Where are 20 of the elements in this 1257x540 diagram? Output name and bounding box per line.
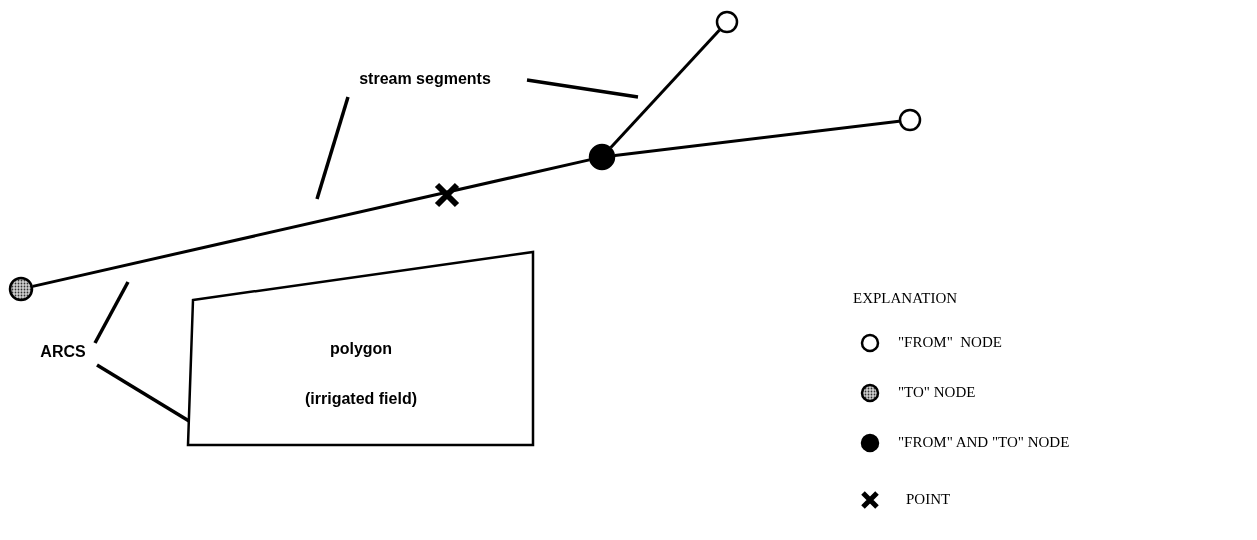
filled-circle-node [588, 143, 616, 171]
arc-line [32, 158, 590, 288]
leader-line [93, 281, 130, 344]
polygon-label: polygon [328, 340, 394, 358]
polygon-description: (irrigated field) [304, 390, 418, 408]
callout-label: stream segments [325, 70, 525, 92]
arc-line [614, 119, 900, 157]
leader-line [315, 96, 350, 200]
legend-heading: EXPLANATION [853, 290, 958, 307]
arc-line [609, 29, 721, 149]
legend-label: "TO" NODE [898, 384, 976, 401]
callout-label: ARCS [30, 343, 96, 365]
open-circle-node [898, 108, 922, 132]
legend-label: "FROM" NODE [898, 334, 1002, 351]
open-circle-node [715, 10, 739, 34]
shaded-circle-node [8, 276, 34, 302]
legend-label: POINT [906, 491, 951, 508]
polygon-shape [186, 250, 536, 448]
legend-label: "FROM" AND "TO" NODE [898, 434, 1070, 451]
leader-line [526, 78, 639, 99]
